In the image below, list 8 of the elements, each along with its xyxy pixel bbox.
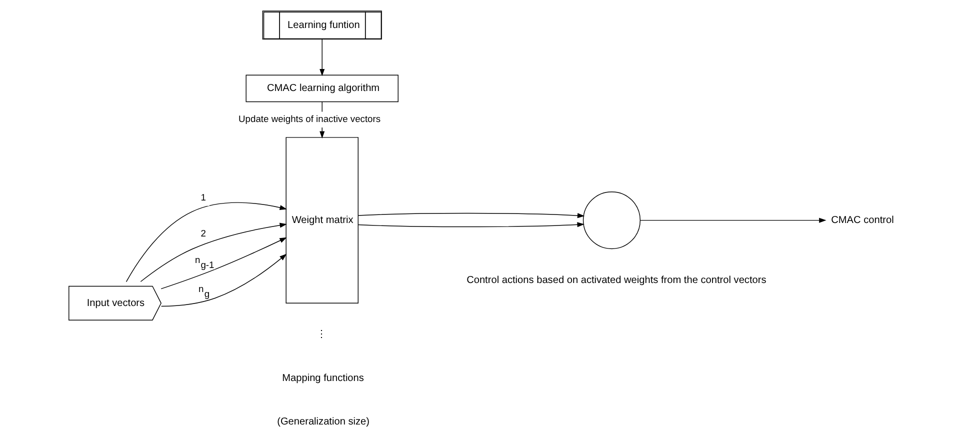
label: (Generalization size): [276, 416, 370, 428]
node-text: CMAC control: [830, 214, 894, 226]
edge-label: 2: [200, 228, 206, 238]
edge-label: Update weights of inactive vectors: [238, 114, 380, 124]
label: Control actions based on activated weights from the control vectors: [466, 274, 766, 286]
edge-label: 1: [200, 192, 206, 202]
label: ⋮: [316, 328, 326, 340]
label: Mapping functions: [282, 372, 364, 384]
